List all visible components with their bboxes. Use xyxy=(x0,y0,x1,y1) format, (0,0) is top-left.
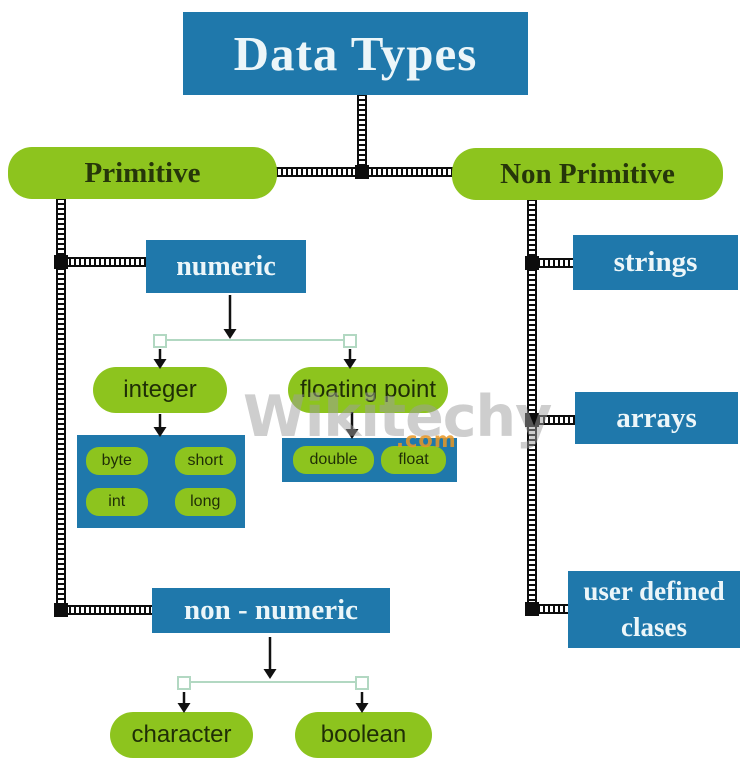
connector-user-defined-branch xyxy=(533,604,570,614)
node-floating-point: floating point xyxy=(288,367,448,413)
arrow-down-icon xyxy=(223,295,237,339)
branch-line xyxy=(161,339,349,341)
node-user-defined-clases: user defined clases xyxy=(568,571,740,648)
node-non-numeric: non - numeric xyxy=(152,588,390,633)
node-long: long xyxy=(174,488,236,516)
arrow-down-icon xyxy=(153,414,167,437)
branch-handle-icon xyxy=(355,676,369,690)
connector-arrays-branch xyxy=(533,415,577,425)
node-float: float xyxy=(381,446,446,474)
node-numeric: numeric xyxy=(146,240,306,293)
branch-handle-icon xyxy=(177,676,191,690)
connector-non-primitive-vertical xyxy=(527,199,537,614)
node-double: double xyxy=(293,446,375,474)
branch-handle-icon xyxy=(343,334,357,348)
connector-primitive-vertical xyxy=(56,198,66,615)
connector-junction-arrays xyxy=(525,413,539,427)
connector-strings-branch xyxy=(533,258,575,268)
arrow-down-icon xyxy=(263,637,277,679)
connector-junction-strings xyxy=(525,256,539,270)
branch-handle-icon xyxy=(153,334,167,348)
arrow-down-icon xyxy=(177,692,191,713)
node-strings: strings xyxy=(573,235,738,290)
node-short: short xyxy=(174,447,236,475)
node-int: int xyxy=(86,488,148,516)
branch-bar-non-numeric xyxy=(177,676,369,690)
arrow-down-icon xyxy=(355,692,369,713)
node-arrays: arrays xyxy=(575,392,738,444)
node-byte: byte xyxy=(86,447,148,475)
connector-junction-non-numeric xyxy=(54,603,68,617)
connector-numeric-branch xyxy=(64,257,148,267)
node-primitive: Primitive xyxy=(8,147,277,199)
branch-bar-numeric xyxy=(153,334,357,348)
connector-non-numeric-branch xyxy=(64,605,152,615)
node-non-primitive: Non Primitive xyxy=(452,148,723,200)
diagram-title: Data Types xyxy=(183,12,528,95)
connector-junction-user-defined xyxy=(525,602,539,616)
connector-junction-top xyxy=(355,165,369,179)
connector-title-vertical xyxy=(357,94,367,174)
node-character: character xyxy=(110,712,253,758)
connector-junction-numeric xyxy=(54,255,68,269)
group-integer-types: byte short int long xyxy=(77,435,245,528)
arrow-down-icon xyxy=(153,349,167,369)
arrow-down-icon xyxy=(345,412,359,439)
group-floating-types: double float xyxy=(282,438,457,482)
node-integer: integer xyxy=(93,367,227,413)
arrow-down-icon xyxy=(343,349,357,369)
branch-line xyxy=(185,681,361,683)
node-boolean: boolean xyxy=(295,712,432,758)
